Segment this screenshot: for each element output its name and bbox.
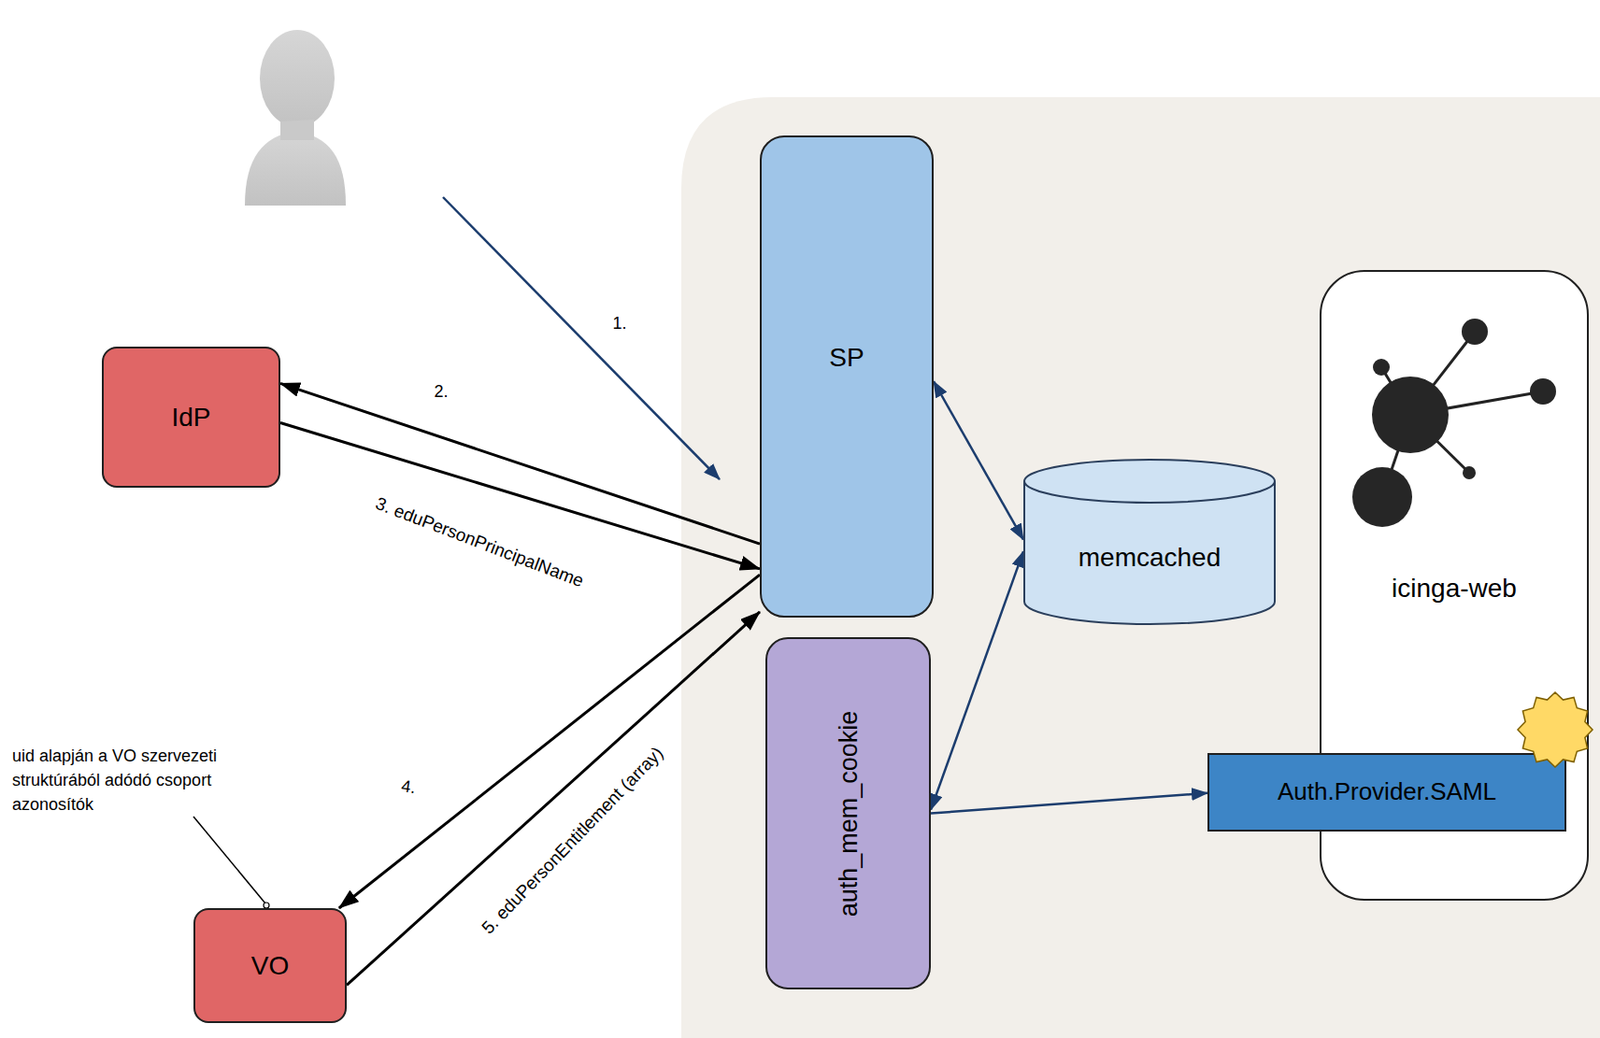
edge-label: 4.: [400, 776, 417, 799]
icinga-logo: [1321, 271, 1565, 534]
user-request-arrow: [442, 197, 720, 480]
edge-label: 5. eduPersonEntitlement (array): [477, 742, 668, 940]
system-region: [681, 97, 1600, 1038]
sp-box: SP: [759, 135, 934, 618]
memcached-cylinder: memcached: [1023, 458, 1276, 625]
user-icon: [244, 29, 346, 206]
connector-arrow: [280, 383, 760, 544]
node-label: IdP: [171, 401, 211, 434]
connector-arrow: [933, 381, 1024, 541]
connector-arrow: [930, 551, 1024, 811]
auth-provider-box: Auth.Provider.SAML: [1207, 753, 1567, 832]
idp-box: IdP: [101, 346, 281, 488]
note-leader-line: [193, 816, 266, 904]
node-label: icinga-web: [1391, 572, 1517, 605]
step-number: 1.: [612, 314, 627, 335]
badge-star: [1515, 690, 1595, 770]
node-label: auth_mem_cookie: [832, 710, 863, 917]
node-label: memcached: [1078, 542, 1222, 574]
auth-module-box: auth_mem_cookie: [765, 637, 931, 990]
node-label: VO: [251, 950, 289, 983]
node-label: Auth.Provider.SAML: [1277, 777, 1497, 807]
vo-box: VO: [193, 908, 347, 1024]
note-text: uid alapján a VO szervezeti struktúrából…: [12, 743, 293, 817]
edge-label: 3. eduPersonPrincipalName: [371, 493, 586, 593]
edge-label: 2.: [433, 382, 448, 403]
connector-arrow: [346, 612, 760, 986]
cylinder-shape: [1023, 458, 1276, 625]
node-label: SP: [828, 342, 864, 374]
connector-arrow: [930, 793, 1208, 815]
